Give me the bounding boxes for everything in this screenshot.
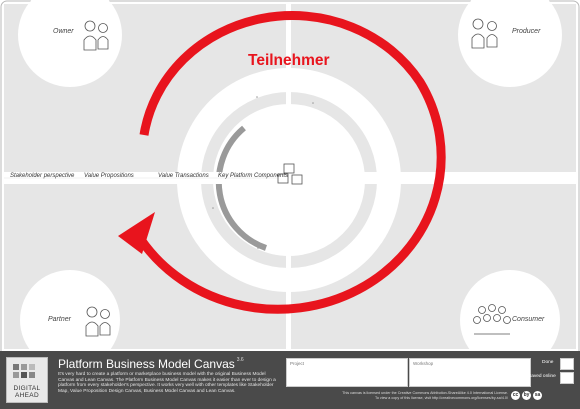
logo-text: DIGITAL AHEAD — [13, 385, 41, 399]
consumer-label: Consumer — [512, 316, 545, 323]
saved-online-checkbox[interactable] — [560, 372, 574, 384]
partner-people-icon — [85, 306, 111, 337]
consumer-corner — [460, 270, 560, 370]
annotation-label: Teilnehmer — [248, 52, 330, 69]
by-icon: by — [522, 391, 531, 400]
project-label: Project — [290, 361, 305, 366]
owner-label: Owner — [53, 28, 74, 35]
value-transactions-label: Value Transactions — [158, 173, 209, 179]
done-checkbox[interactable] — [560, 358, 574, 370]
consumer-people-icon — [473, 304, 511, 335]
version-label: 3.6 — [236, 357, 244, 363]
stakeholder-perspective-label: Stakeholder perspective — [10, 173, 75, 179]
license-text: This canvas is licensed under the Creati… — [342, 391, 508, 400]
workshop-label: Workshop — [413, 361, 434, 366]
flow-arrow — [132, 11, 446, 314]
partner-label: Partner — [48, 316, 71, 323]
owner-corner — [18, 0, 122, 87]
platform-cubes-icon — [277, 163, 303, 185]
flow-arrowhead — [118, 212, 155, 254]
workshop-field[interactable]: Workshop — [409, 358, 531, 387]
vertical-divider — [286, 4, 291, 349]
partner-corner — [20, 270, 120, 370]
sa-icon: sa — [533, 391, 542, 400]
key-platform-components-label: Key Platform Components — [218, 173, 289, 179]
producer-label: Producer — [512, 28, 541, 35]
cc-icon: cc — [511, 391, 520, 400]
project-field[interactable]: Project — [286, 358, 408, 387]
inner-dark-arc — [215, 125, 267, 251]
producer-people-icon — [471, 18, 498, 49]
done-label: Done — [542, 360, 554, 365]
producer-corner — [458, 0, 562, 87]
ring-ticks — [212, 96, 314, 249]
value-propositions-label: Value Propositions — [84, 173, 134, 179]
owner-people-icon — [83, 20, 109, 51]
saved-online-label: Saved online — [528, 374, 556, 379]
canvas-description: It's very hard to create a platform or m… — [58, 372, 276, 395]
digital-ahead-logo: DIGITAL AHEAD — [6, 357, 48, 403]
